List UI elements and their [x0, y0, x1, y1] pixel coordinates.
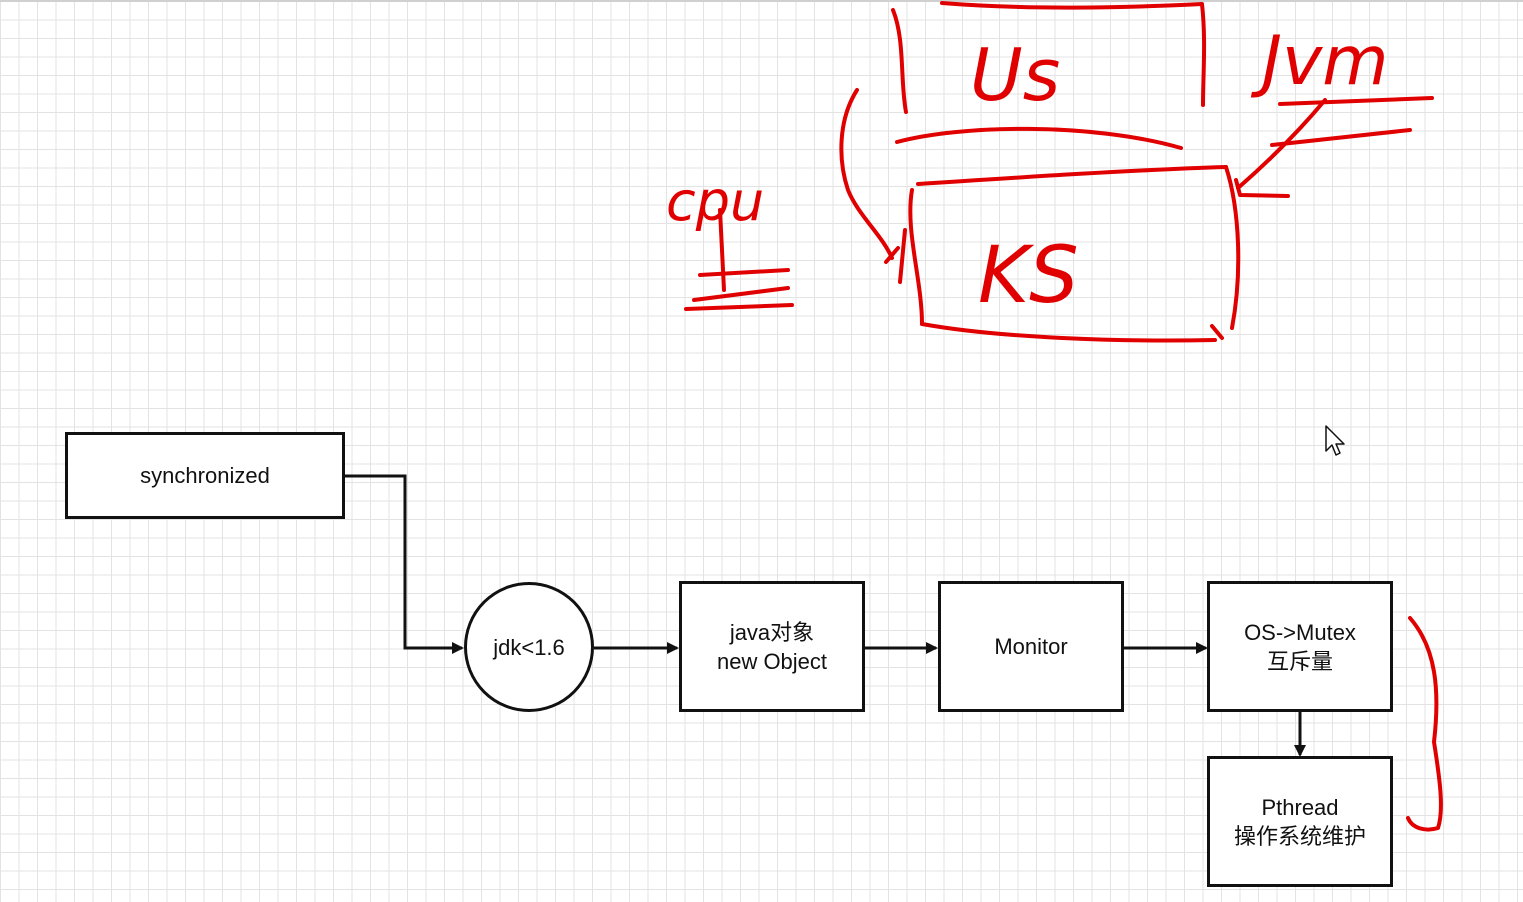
cpu-underline-1 — [698, 268, 790, 277]
os-bracket — [1406, 616, 1443, 832]
cpu-label: cpu — [666, 170, 764, 233]
node-pthread-line2: 操作系统维护 — [1233, 823, 1366, 849]
node-pthread[interactable]: Pthread 操作系统维护 — [1207, 756, 1393, 887]
mouse-pointer-icon — [1325, 425, 1345, 456]
window-top-border — [0, 0, 1523, 2]
kernel-space-box-right — [1224, 165, 1241, 330]
node-synchronized-label: synchronized — [140, 463, 270, 488]
space-bracket-curve — [839, 88, 894, 260]
node-java-object[interactable]: java对象 new Object — [679, 581, 865, 712]
user-space-box-bottom — [895, 126, 1183, 150]
node-jdk-version[interactable]: jdk<1.6 — [464, 582, 594, 712]
node-java-object-line1: java对象 — [729, 619, 815, 645]
cpu-stem — [718, 208, 726, 292]
node-pthread-line1: Pthread — [1261, 794, 1339, 820]
kernel-space-label: KS — [978, 231, 1079, 321]
jvm-label: Jvm — [1250, 22, 1389, 101]
node-os-mutex[interactable]: OS->Mutex 互斥量 — [1207, 581, 1393, 712]
kernel-space-box-top — [916, 165, 1228, 186]
node-monitor[interactable]: Monitor — [938, 581, 1124, 712]
node-os-mutex-line2: 互斥量 — [1266, 648, 1333, 674]
cpu-underline-2 — [692, 286, 790, 302]
node-java-object-line2: new Object — [716, 648, 828, 674]
kernel-space-box-bottom — [920, 322, 1217, 343]
space-bracket-tick — [884, 228, 907, 284]
jvm-underline-1 — [1278, 96, 1434, 106]
user-space-box-top — [940, 1, 1207, 107]
jvm-pointer-line — [1236, 98, 1327, 190]
kernel-space-box-left — [908, 188, 924, 326]
node-monitor-label: Monitor — [994, 634, 1068, 659]
jvm-pointer-head — [1234, 178, 1290, 198]
cpu-underline-3 — [684, 303, 794, 311]
node-synchronized[interactable]: synchronized — [65, 432, 345, 519]
jvm-underline-2 — [1270, 128, 1412, 147]
user-space-box-left — [891, 8, 908, 114]
user-space-label: Us — [970, 33, 1060, 117]
connector-synchronized-to-jdk[interactable] — [344, 474, 464, 654]
kernel-space-tick — [1210, 324, 1224, 340]
node-os-mutex-line1: OS->Mutex — [1244, 619, 1356, 645]
node-jdk-version-label: jdk<1.6 — [493, 634, 565, 660]
